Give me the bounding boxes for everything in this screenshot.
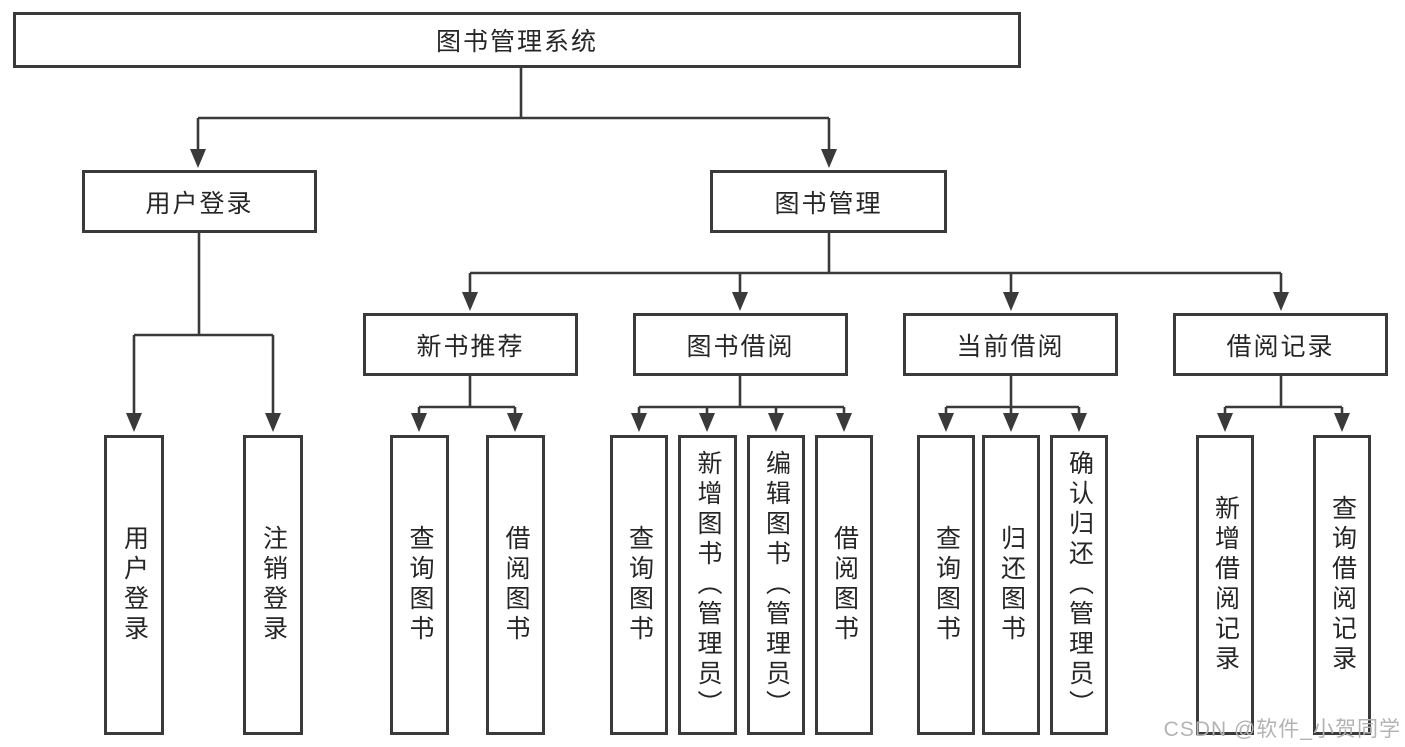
- leaf-current-query-label: 查询图书: [932, 525, 961, 645]
- node-new-book-recommend: 新书推荐: [363, 313, 578, 376]
- leaf-logout-label: 注销登录: [259, 525, 288, 645]
- node-borrow-records: 借阅记录: [1173, 313, 1388, 376]
- csdn-watermark: CSDN @软件_小贺同学: [1163, 718, 1401, 741]
- leaf-borrowing-query: 查询图书: [610, 435, 668, 735]
- node-current-borrowing: 当前借阅: [903, 313, 1118, 376]
- node-book-borrowing: 图书借阅: [633, 313, 848, 376]
- node-book-management: 图书管理: [710, 170, 947, 233]
- leaf-current-query: 查询图书: [917, 435, 975, 735]
- leaf-user-login: 用户登录: [104, 435, 164, 735]
- leaf-borrowing-edit: 编辑图书（管理员）: [747, 435, 805, 735]
- leaf-borrowing-add-label: 新增图书（管理员）: [694, 450, 722, 720]
- arrowheads: [126, 149, 1350, 432]
- leaf-current-confirm: 确认归还（管理员）: [1050, 435, 1108, 735]
- leaf-user-login-label: 用户登录: [120, 525, 149, 645]
- leaf-current-return-label: 归还图书: [997, 525, 1026, 645]
- leaf-newbooks-query: 查询图书: [390, 435, 449, 735]
- leaf-logout: 注销登录: [243, 435, 303, 735]
- leaf-borrowing-borrow: 借阅图书: [815, 435, 873, 735]
- leaf-records-query-label: 查询借阅记录: [1328, 495, 1357, 675]
- leaf-current-confirm-label: 确认归还（管理员）: [1065, 450, 1094, 720]
- node-user-login-branch: 用户登录: [82, 170, 317, 233]
- leaf-records-add-label: 新增借阅记录: [1211, 495, 1240, 675]
- leaf-newbooks-query-label: 查询图书: [406, 525, 434, 645]
- leaf-records-add: 新增借阅记录: [1196, 435, 1254, 735]
- leaf-borrowing-query-label: 查询图书: [625, 525, 654, 645]
- leaf-current-return: 归还图书: [982, 435, 1040, 735]
- leaf-records-query: 查询借阅记录: [1313, 435, 1371, 735]
- leaf-borrowing-edit-label: 编辑图书（管理员）: [762, 450, 791, 720]
- leaf-borrowing-add: 新增图书（管理员）: [678, 435, 737, 735]
- node-root: 图书管理系统: [13, 12, 1021, 68]
- leaf-borrowing-borrow-label: 借阅图书: [830, 525, 859, 645]
- leaf-newbooks-borrow-label: 借阅图书: [502, 525, 530, 645]
- leaf-newbooks-borrow: 借阅图书: [486, 435, 545, 735]
